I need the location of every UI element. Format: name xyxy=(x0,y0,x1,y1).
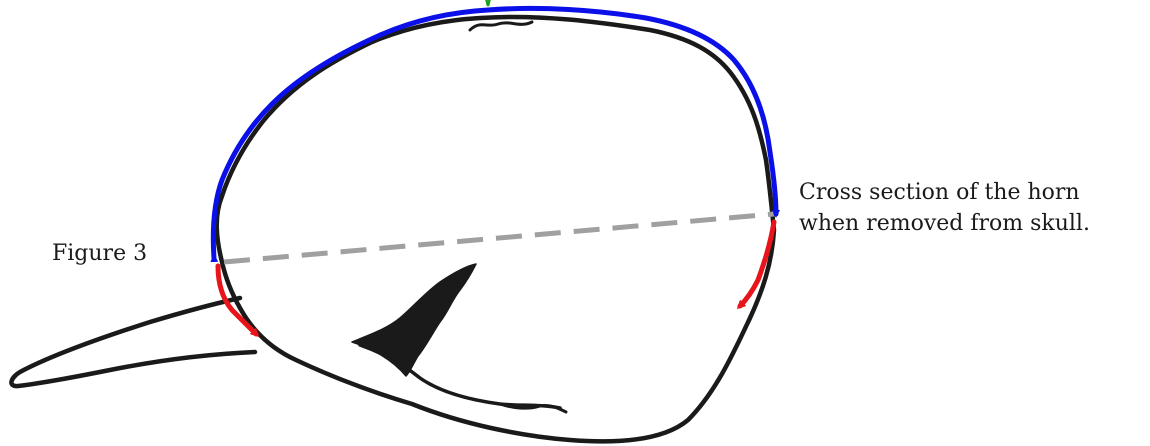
dark-wedge xyxy=(352,264,476,376)
horn-outline-texture xyxy=(470,22,532,30)
caption-line-2: when removed from skull. xyxy=(799,208,1090,239)
horn-tip xyxy=(11,298,255,386)
figure-label: Figure 3 xyxy=(52,239,147,269)
caption-line-1: Cross section of the horn xyxy=(799,177,1090,208)
dashed-chord-line xyxy=(224,214,774,262)
top-green-marker xyxy=(486,0,490,6)
cross-section-caption: Cross section of the horn when removed f… xyxy=(799,177,1090,239)
